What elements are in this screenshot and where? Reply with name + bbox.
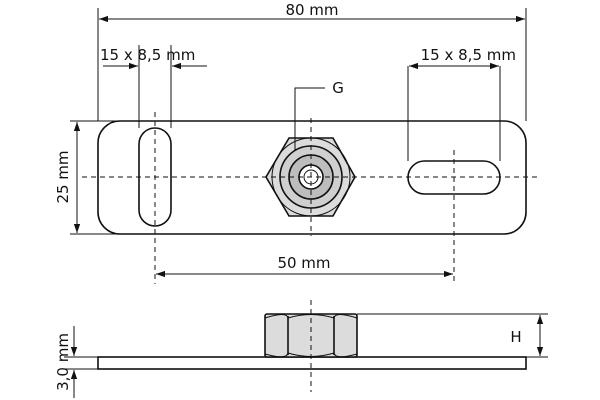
dimension-thickness: 3,0 mm: [54, 326, 98, 398]
dimension-slot-left: 15 x 8,5 mm: [100, 45, 207, 128]
hex-nut-side: [264, 313, 358, 358]
hole-spacing-label: 50 mm: [277, 254, 330, 272]
thread-label: G: [332, 79, 344, 97]
thickness-label: 3,0 mm: [54, 333, 72, 391]
width-label: 25 mm: [54, 150, 72, 203]
dimension-height: H: [357, 313, 548, 358]
overall-length-label: 80 mm: [285, 1, 338, 19]
slot-left-label: 15 x 8,5 mm: [100, 46, 195, 64]
dimension-width: 25 mm: [54, 120, 120, 235]
slot-right-label: 15 x 8,5 mm: [421, 46, 516, 64]
thread-callout: G: [294, 79, 344, 150]
plate-side: [97, 356, 527, 370]
dimension-overall-length: 80 mm: [97, 1, 527, 121]
dimension-hole-spacing: 50 mm: [156, 254, 453, 278]
side-view: [97, 300, 527, 392]
height-label: H: [510, 328, 521, 346]
top-view: [82, 112, 540, 284]
dimension-slot-right: 15 x 8,5 mm: [407, 46, 516, 161]
